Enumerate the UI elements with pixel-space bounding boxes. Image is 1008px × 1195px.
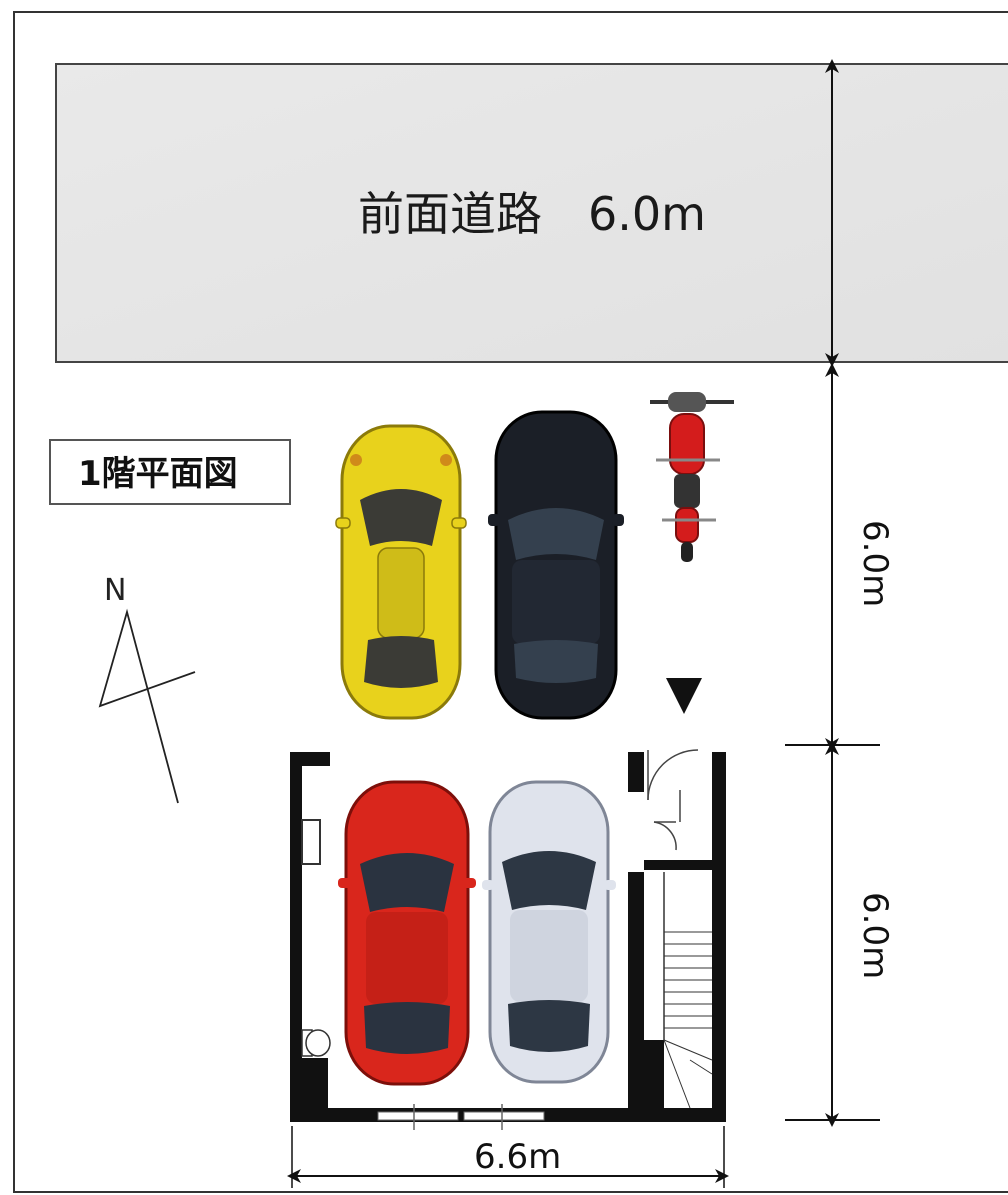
entry-door-icon [647, 749, 699, 851]
building-depth-label: 6.0m [855, 892, 895, 979]
red-sedan-icon [338, 780, 476, 1086]
window [301, 819, 321, 865]
toilet-icon [301, 1029, 331, 1057]
road-label: 前面道路 6.0m [358, 187, 706, 241]
parking-depth-label: 6.0m [855, 520, 895, 607]
floor-title: 1階平面図 [78, 454, 238, 494]
black-sedan-icon [488, 410, 624, 720]
floor-title-box [49, 439, 291, 505]
garage-door [377, 1104, 545, 1130]
staircase-icon [663, 872, 713, 1109]
north-arrow-icon: N [98, 573, 196, 804]
entrance-triangle-icon [666, 678, 702, 714]
north-label: N [104, 573, 126, 608]
page-frame [13, 11, 1008, 1193]
building-width-label: 6.6m [474, 1137, 561, 1177]
white-sedan-icon [482, 780, 616, 1084]
yellow-sports-car-icon [335, 424, 467, 720]
red-motorcycle-icon [650, 392, 734, 562]
front-road [55, 63, 1008, 363]
